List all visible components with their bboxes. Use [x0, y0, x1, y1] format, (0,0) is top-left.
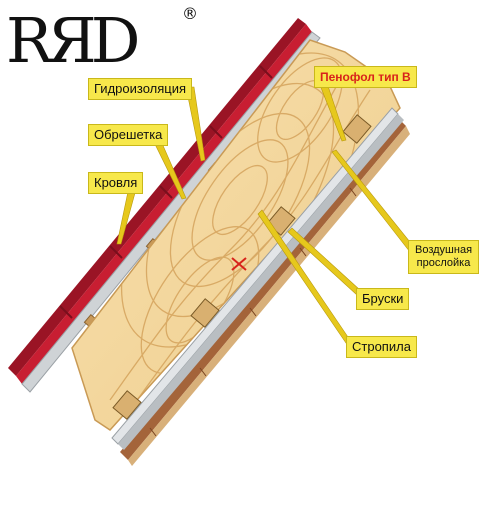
roofing-strip	[8, 18, 312, 384]
label-penofol: Пенофол тип В	[314, 66, 417, 88]
rafter-beam	[120, 118, 410, 466]
label-bars: Бруски	[356, 288, 410, 310]
label-roofing: Кровля	[88, 172, 144, 194]
label-rafters: Стропила	[346, 336, 417, 358]
logo-text: RЯD	[6, 4, 140, 77]
pointer-lines	[116, 79, 415, 347]
label-air-gap-line2: прослойка	[416, 257, 471, 269]
brand-logo: RЯD ®	[2, 4, 202, 77]
cross-mark	[231, 257, 247, 271]
label-air-gap: Воздушная прослойка	[408, 240, 480, 274]
penofol-layer	[111, 107, 404, 450]
label-hydro: Гидроизоляция	[88, 78, 193, 100]
label-air-gap-line1: Воздушная	[415, 244, 473, 256]
registered-mark: ®	[182, 4, 198, 23]
label-lathing: Обрешетка	[88, 124, 169, 146]
hydro-membrane	[21, 31, 321, 393]
